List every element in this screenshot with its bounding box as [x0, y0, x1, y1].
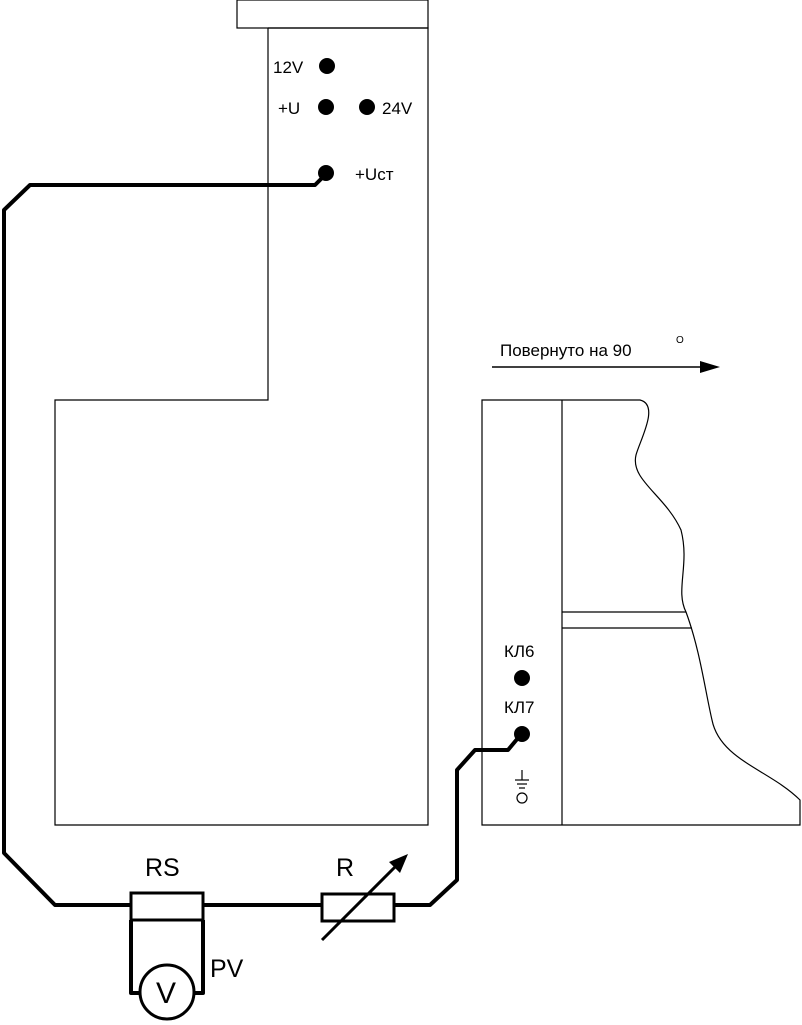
voltmeter-pv [138, 963, 196, 1021]
voltmeter-pv-label: PV [210, 955, 244, 983]
voltmeter-lead-right [192, 920, 205, 995]
rheostat-r-label: R [336, 854, 354, 882]
circuit-wire-r-kl7 [394, 736, 520, 907]
rotated-note-text: Повернуто на 90 [500, 341, 632, 360]
module-top-cap [236, 0, 429, 29]
voltmeter-lead-left [129, 920, 142, 995]
module-outline [54, 27, 429, 826]
terminal-12v-label: 12V [273, 58, 304, 77]
terminal-kl6 [507, 663, 537, 693]
rheostat-arrowhead [389, 854, 408, 873]
rotated-note-arrowhead [700, 361, 720, 373]
terminal-plus-u [311, 92, 341, 122]
side-panel-outline [481, 399, 801, 826]
terminal-plus-ust-label: +Uст [355, 165, 394, 184]
rheostat-adjust-arrow [320, 864, 398, 942]
terminal-kl6-label: КЛ6 [504, 642, 535, 661]
terminal-12v [312, 51, 342, 81]
terminal-plus-u-label: +U [278, 99, 300, 118]
shunt-rs [129, 891, 205, 922]
ground-icon [515, 770, 529, 804]
shunt-rs-label: RS [145, 854, 180, 882]
rheostat-r [320, 892, 396, 923]
terminal-24v [352, 92, 382, 122]
terminal-24v-label: 24V [382, 99, 413, 118]
rotated-note-degree: O [676, 335, 684, 346]
terminal-kl7-label: КЛ7 [504, 698, 535, 717]
voltmeter-symbol: V [156, 977, 176, 1010]
circuit-wire-main [2, 176, 324, 907]
